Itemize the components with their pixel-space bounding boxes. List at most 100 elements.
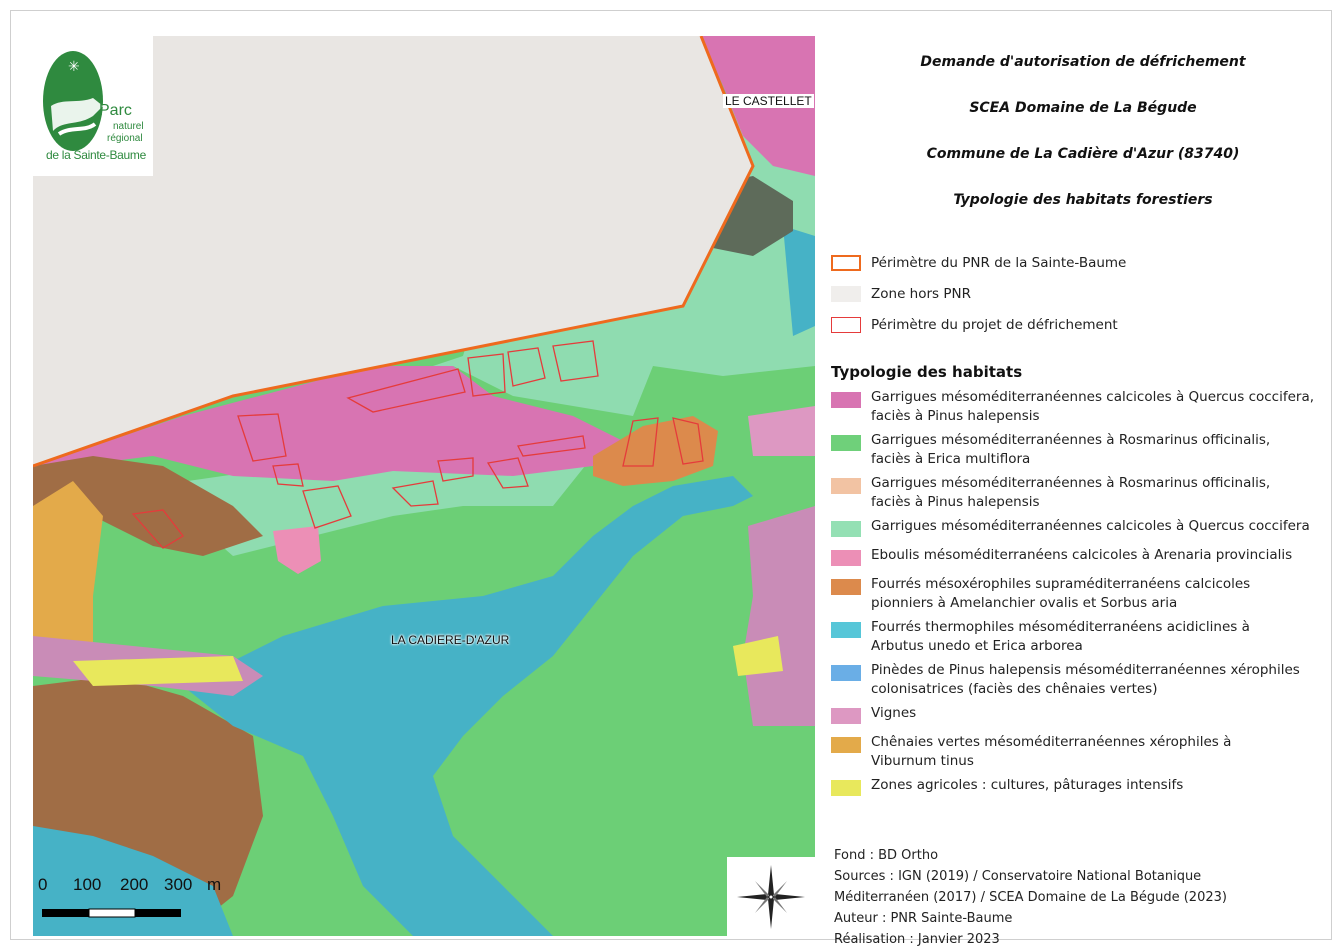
legend-label: Zones agricoles : cultures, pâturages in… [871, 776, 1331, 795]
credit-auteur: Auteur : PNR Sainte-Baume [834, 911, 1013, 926]
scale-tick-label: 100 [73, 875, 102, 894]
legend-label-line: Fourrés mésoxérophiles supraméditerranée… [871, 576, 1251, 592]
legend-swatch [831, 478, 861, 494]
credit-sources: Sources : IGN (2019) / Conservatoire Nat… [834, 869, 1202, 884]
legend-label: Pinèdes de Pinus halepensis mésoméditerr… [871, 661, 1331, 699]
legend-habitat-list: Garrigues mésoméditerranéennes calcicole… [831, 388, 1326, 805]
legend-boundary-row: Périmètre du projet de défrichement [831, 314, 1326, 345]
legend-label-line: faciès à Erica multiflora [871, 451, 1031, 467]
habitat-arbutus-river [183, 476, 753, 936]
title-scea: SCEA Domaine de La Bégude [969, 100, 1197, 116]
scale-tick-label: 0 [38, 875, 48, 894]
legend-label: Garrigues mésoméditerranéennes à Rosmari… [871, 474, 1331, 512]
logo-word-naturel: naturel [113, 121, 144, 132]
logo-word-regional: régional [107, 133, 143, 144]
legend-label-line: Fourrés thermophiles mésoméditerranéens … [871, 619, 1250, 635]
legend-swatch [831, 392, 861, 408]
legend-label-line: Arbutus unedo et Erica arborea [871, 638, 1083, 654]
svg-text:✳: ✳ [68, 59, 80, 75]
legend-label: Vignes [871, 704, 1331, 723]
credit-fond: Fond : BD Ortho [834, 848, 939, 863]
project-perimeters [131, 340, 704, 549]
legend-swatch [831, 780, 861, 796]
legend-habitat-row: Garrigues mésoméditerranéennes à Rosmari… [831, 431, 1326, 474]
habitat-arbutus-sw [33, 826, 233, 936]
legend-label-line: Garrigues mésoméditerranéennes calcicole… [871, 518, 1310, 534]
legend-swatch [831, 579, 861, 595]
legend-label-line: Viburnum tinus [871, 753, 974, 769]
legend-habitat-row: Pinèdes de Pinus halepensis mésoméditerr… [831, 661, 1326, 704]
legend-habitat-row: Fourrés thermophiles mésoméditerranéens … [831, 618, 1326, 661]
map-credits: Fond : BD Ortho Sources : IGN (2019) / C… [834, 845, 1314, 950]
logo-emblem: ✳ [43, 51, 103, 151]
scale-bar-graphic [42, 908, 181, 918]
legend-habitat-row: Zones agricoles : cultures, pâturages in… [831, 776, 1326, 805]
habitat-eboulis [273, 526, 321, 574]
legend-habitat-row: Vignes [831, 704, 1326, 733]
legend-label: Zone hors PNR [871, 286, 971, 302]
map-frame [10, 10, 1332, 940]
habitat-vignes-ne [748, 406, 815, 456]
legend-swatch [831, 255, 861, 271]
credit-realisation: Réalisation : Janvier 2023 [834, 932, 1000, 947]
legend-label-line: Vignes [871, 705, 917, 721]
pnr-logo: ✳ Parc naturel régional de la Sainte-Bau… [33, 36, 153, 176]
legend-habitat-row: Garrigues mésoméditerranéennes à Rosmari… [831, 474, 1326, 517]
legend-swatch [831, 317, 861, 333]
legend-habitat-title: Typologie des habitats [831, 363, 1023, 381]
legend-label: Chênaies vertes mésoméditerranéennes xér… [871, 733, 1331, 771]
town-label-la-cadiere: LA CADIERE-D'AZUR [391, 633, 510, 647]
habitat-chenaies [33, 481, 103, 656]
scale-bar: 0 100 200 300 m [33, 870, 233, 930]
logo-word-sainte-baume: de la Sainte-Baume [46, 148, 146, 162]
legend-label-line: faciès à Pinus halepensis [871, 408, 1040, 424]
north-arrow-panel [727, 857, 815, 937]
legend-label-line: pionniers à Amelanchier ovalis et Sorbus… [871, 595, 1178, 611]
habitat-agricole-w [73, 656, 243, 686]
legend-label-line: Garrigues mésoméditerranéennes à Rosmari… [871, 475, 1271, 491]
legend-swatch [831, 622, 861, 638]
legend-label: Garrigues mésoméditerranéennes calcicole… [871, 517, 1331, 536]
habitat-fourres-amelanchier [593, 416, 718, 486]
pnr-perimeter [33, 36, 755, 468]
legend-boundary-row: Périmètre du PNR de la Sainte-Baume [831, 252, 1326, 283]
legend-label-line: Eboulis mésoméditerranéens calcicoles à … [871, 547, 1293, 563]
legend-boundary-row: Zone hors PNR [831, 283, 1326, 314]
legend-label: Garrigues mésoméditerranéennes à Rosmari… [871, 431, 1331, 469]
legend-swatch [831, 708, 861, 724]
legend-habitat-row: Garrigues mésoméditerranéennes calcicole… [831, 517, 1326, 546]
legend-label-line: Garrigues mésoméditerranéennes calcicole… [871, 389, 1315, 405]
legend-swatch [831, 737, 861, 753]
legend-swatch [831, 550, 861, 566]
legend-swatch [831, 435, 861, 451]
scale-tick-label: 300 [164, 875, 193, 894]
legend-label-line: Garrigues mésoméditerranéennes à Rosmari… [871, 432, 1271, 448]
habitat-map[interactable] [33, 36, 815, 936]
legend-label-line: Chênaies vertes mésoméditerranéennes xér… [871, 734, 1232, 750]
legend-habitat-row: Chênaies vertes mésoméditerranéennes xér… [831, 733, 1326, 776]
map-panel[interactable] [33, 36, 815, 936]
habitat-vignes-e [743, 506, 815, 726]
legend-habitat-row: Eboulis mésoméditerranéens calcicoles à … [831, 546, 1326, 575]
logo-word-parc: Parc [99, 102, 132, 119]
scale-unit: m [207, 875, 222, 894]
legend-label: Garrigues mésoméditerranéennes calcicole… [871, 388, 1331, 426]
legend-label-line: Zones agricoles : cultures, pâturages in… [871, 777, 1184, 793]
legend-label: Fourrés thermophiles mésoméditerranéens … [871, 618, 1331, 656]
north-arrow-icon [737, 865, 805, 929]
title-commune: Commune de La Cadière d'Azur (83740) [926, 146, 1240, 162]
legend-label-line: Pinèdes de Pinus halepensis mésoméditerr… [871, 662, 1300, 678]
legend-habitat-row: Garrigues mésoméditerranéennes calcicole… [831, 388, 1326, 431]
habitat-brown-nw [33, 456, 263, 556]
legend-label: Périmètre du projet de défrichement [871, 317, 1118, 333]
habitat-arbutus-ne [783, 226, 815, 336]
legend-swatch [831, 665, 861, 681]
legend-swatch [831, 286, 861, 302]
title-demande: Demande d'autorisation de défrichement [920, 54, 1246, 70]
legend-label-line: faciès à Pinus halepensis [871, 494, 1040, 510]
town-label-le-castellet: LE CASTELLET [723, 94, 814, 108]
legend-label-line: colonisatrices (faciès des chênaies vert… [871, 681, 1158, 697]
scale-tick-label: 200 [120, 875, 149, 894]
credit-sources-cont: Méditerranéen (2017) / SCEA Domaine de L… [834, 890, 1227, 905]
